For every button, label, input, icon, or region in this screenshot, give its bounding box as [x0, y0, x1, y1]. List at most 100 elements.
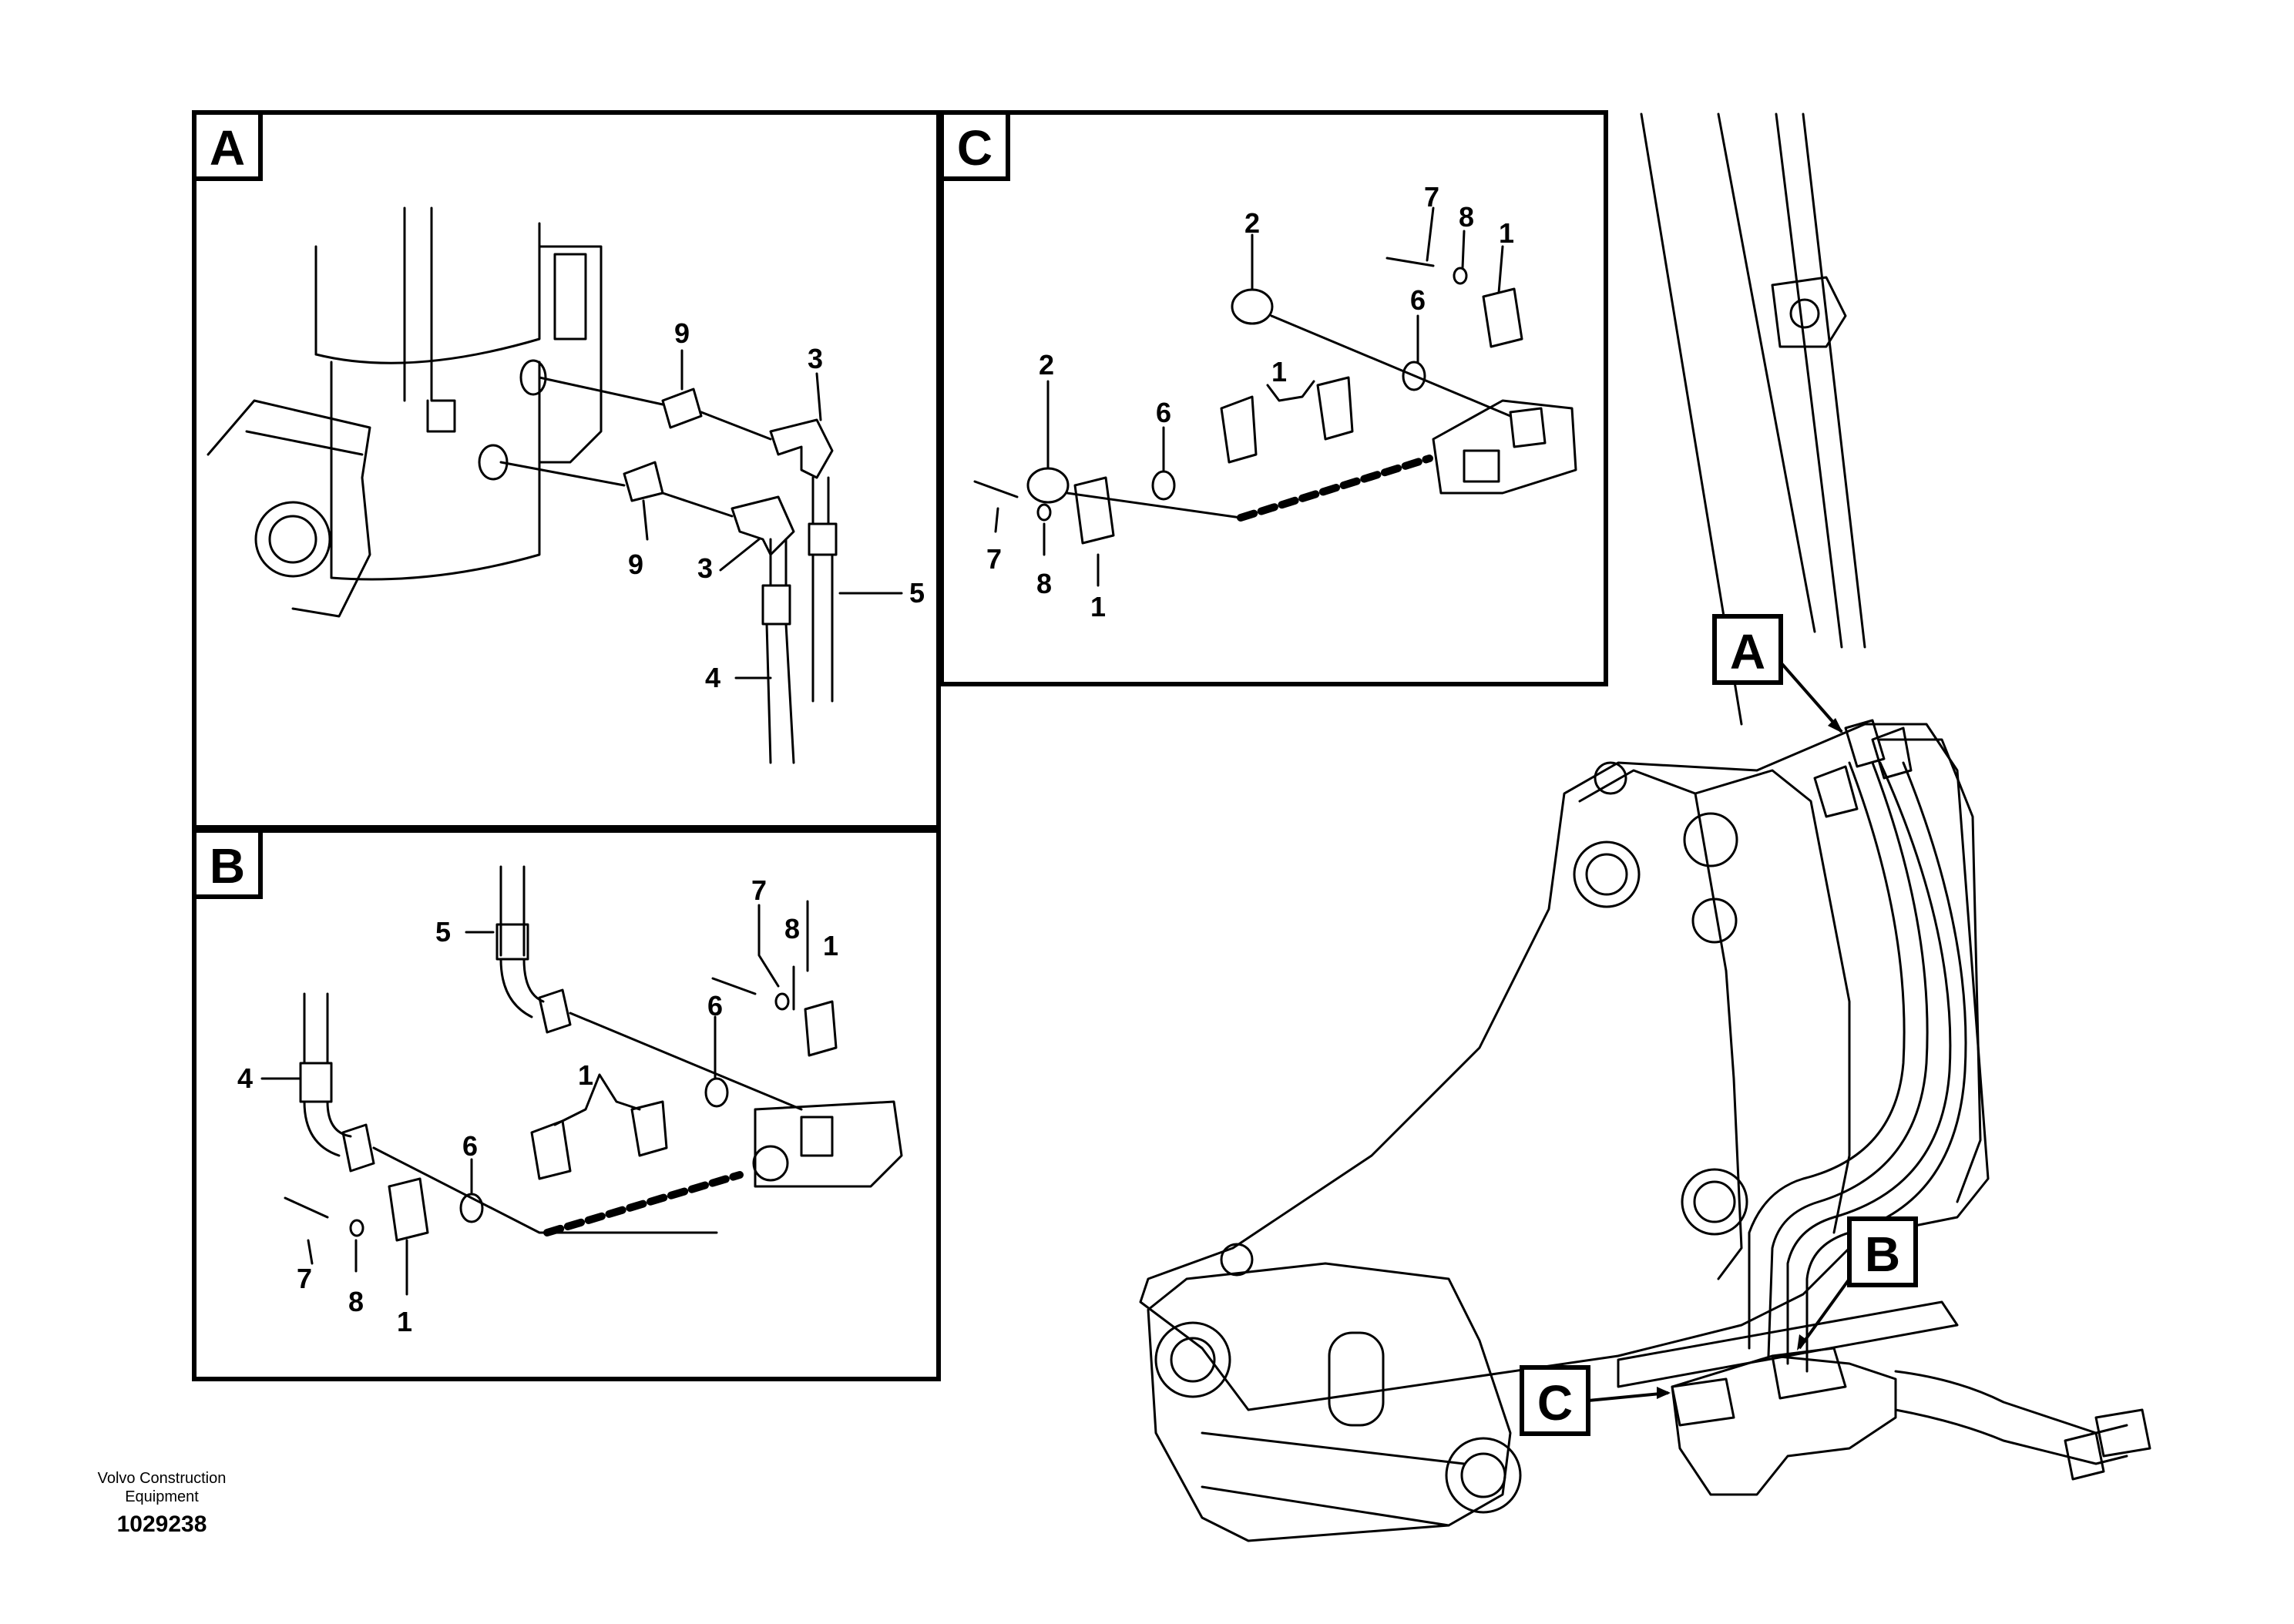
callout-a: A	[1712, 614, 1843, 733]
hose-5-b	[495, 865, 545, 1018]
panel-b-tag-text: B	[210, 838, 245, 894]
panel-a-tag: A	[192, 110, 263, 181]
hose-pair-main	[1748, 761, 1967, 1373]
washer-8-upper-b	[774, 992, 790, 1011]
panel-c-frame	[939, 110, 1608, 686]
brand-line-1: Volvo Construction	[97, 1470, 227, 1487]
label-b-6-lower: 6	[462, 1130, 478, 1162]
label-b-7-lower: 7	[297, 1263, 312, 1294]
elbow-fitting-side	[1813, 765, 1859, 818]
callout-b-text: B	[1865, 1226, 1900, 1282]
label-c-6-upper: 6	[1410, 284, 1426, 316]
dashed-line-b	[543, 1171, 744, 1236]
bolt-7-lower-b	[284, 1196, 329, 1219]
boom-pin	[254, 501, 331, 578]
frame-pin-upper-inner	[1585, 853, 1628, 896]
port-hole-upper	[519, 359, 547, 396]
elbow-3-lower	[731, 495, 795, 556]
cylinder-bracket	[538, 245, 603, 464]
washer-8-upper-c	[1453, 267, 1468, 285]
panel-a-frame	[192, 110, 941, 830]
boom-plate	[207, 399, 371, 618]
boom-lug	[1771, 276, 1847, 348]
callout-b: B	[1797, 1216, 1918, 1351]
line-upper-c	[1270, 314, 1512, 418]
valve-cap-b	[752, 1145, 789, 1182]
clamp-1-pair-c	[1220, 376, 1354, 464]
clamp-1-pair-b	[530, 1100, 668, 1180]
valve-block-c-main	[1671, 1377, 1735, 1427]
document-number: 1029238	[116, 1512, 207, 1537]
dashed-line-c	[1237, 455, 1433, 522]
port-line-upper	[538, 376, 772, 441]
frame-plate-inner	[1694, 769, 1851, 1234]
label-b-5: 5	[435, 916, 451, 948]
bracket-plate	[553, 253, 587, 341]
label-c-1-upper: 1	[1499, 217, 1514, 249]
bolt-7-lower-c	[973, 480, 1019, 498]
flange-2-lower-c	[1026, 467, 1070, 504]
swing-pin-left-inner	[1170, 1337, 1216, 1383]
flange-2-upper-c	[1231, 288, 1274, 325]
label-a-9-upper: 9	[674, 317, 690, 349]
label-c-1-lower: 1	[1090, 591, 1106, 622]
bolt-7-upper-b	[711, 977, 757, 995]
swing-pin-right	[1445, 1437, 1522, 1514]
label-c-7-lower: 7	[986, 543, 1002, 575]
main-frame	[1139, 723, 1990, 1411]
panel-a-tag-text: A	[210, 120, 245, 176]
panel-a-drawing	[207, 206, 903, 764]
leader-c	[994, 206, 1504, 587]
frame-pin-mid2	[1691, 898, 1738, 944]
label-c-2-lower: 2	[1039, 349, 1054, 381]
machine-illustration	[1139, 112, 2151, 1542]
elbow-fitting-top	[1844, 719, 1913, 780]
panel-b-frame	[192, 828, 941, 1381]
lug-ring-top	[1594, 761, 1627, 795]
line-5-b	[569, 1012, 803, 1111]
pipe-end-fitting	[2064, 1408, 2151, 1481]
label-b-8-upper: 8	[784, 913, 800, 945]
leader-b	[260, 900, 809, 1296]
label-b-6-upper: 6	[707, 990, 723, 1022]
valve-block-b	[754, 1100, 903, 1188]
label-c-1-pair: 1	[1271, 356, 1287, 388]
hose-5-neck	[811, 476, 830, 525]
flange-4-b	[341, 1123, 375, 1173]
label-b-7-upper: 7	[751, 874, 767, 906]
leader-a	[642, 349, 903, 679]
callout-c: C	[1520, 1365, 1671, 1436]
panel-c-tag: C	[939, 110, 1010, 181]
hose-4-neck	[769, 538, 788, 587]
label-b-1-pair: 1	[578, 1059, 593, 1091]
oring-6-upper-c	[1402, 361, 1426, 391]
swing-slot	[1328, 1331, 1385, 1427]
label-a-3-lower: 3	[697, 552, 713, 584]
frame-plate-right	[1879, 738, 1982, 1203]
valve-assembly	[1671, 1354, 1897, 1496]
washer-8-lower-b	[349, 1219, 364, 1237]
panel-b-drawing	[260, 865, 903, 1296]
oring-6-lower-c	[1151, 470, 1176, 501]
elbow-3-upper	[769, 418, 834, 479]
cylinder-rod	[403, 206, 456, 433]
clamp-1-lower-c	[1073, 476, 1115, 545]
frame-plate-left	[1578, 769, 1743, 1280]
label-c-8-lower: 8	[1036, 568, 1052, 599]
frame-pin-lower	[1681, 1168, 1748, 1236]
hose-5	[808, 522, 838, 703]
callout-c-text: C	[1537, 1375, 1573, 1431]
frame-pin-upper	[1573, 841, 1641, 908]
panel-c-tag-text: C	[957, 120, 992, 176]
panel-frames	[192, 110, 1608, 1381]
line-lower-c	[1066, 492, 1242, 519]
label-c-7-upper: 7	[1424, 181, 1439, 213]
label-a-4: 4	[705, 662, 720, 693]
callout-a-text: A	[1730, 624, 1765, 679]
hose-4-b	[299, 992, 352, 1157]
bolt-7-upper-c	[1385, 257, 1435, 267]
panel-b-tag: B	[192, 828, 263, 899]
washer-8-lower-c	[1036, 503, 1052, 522]
